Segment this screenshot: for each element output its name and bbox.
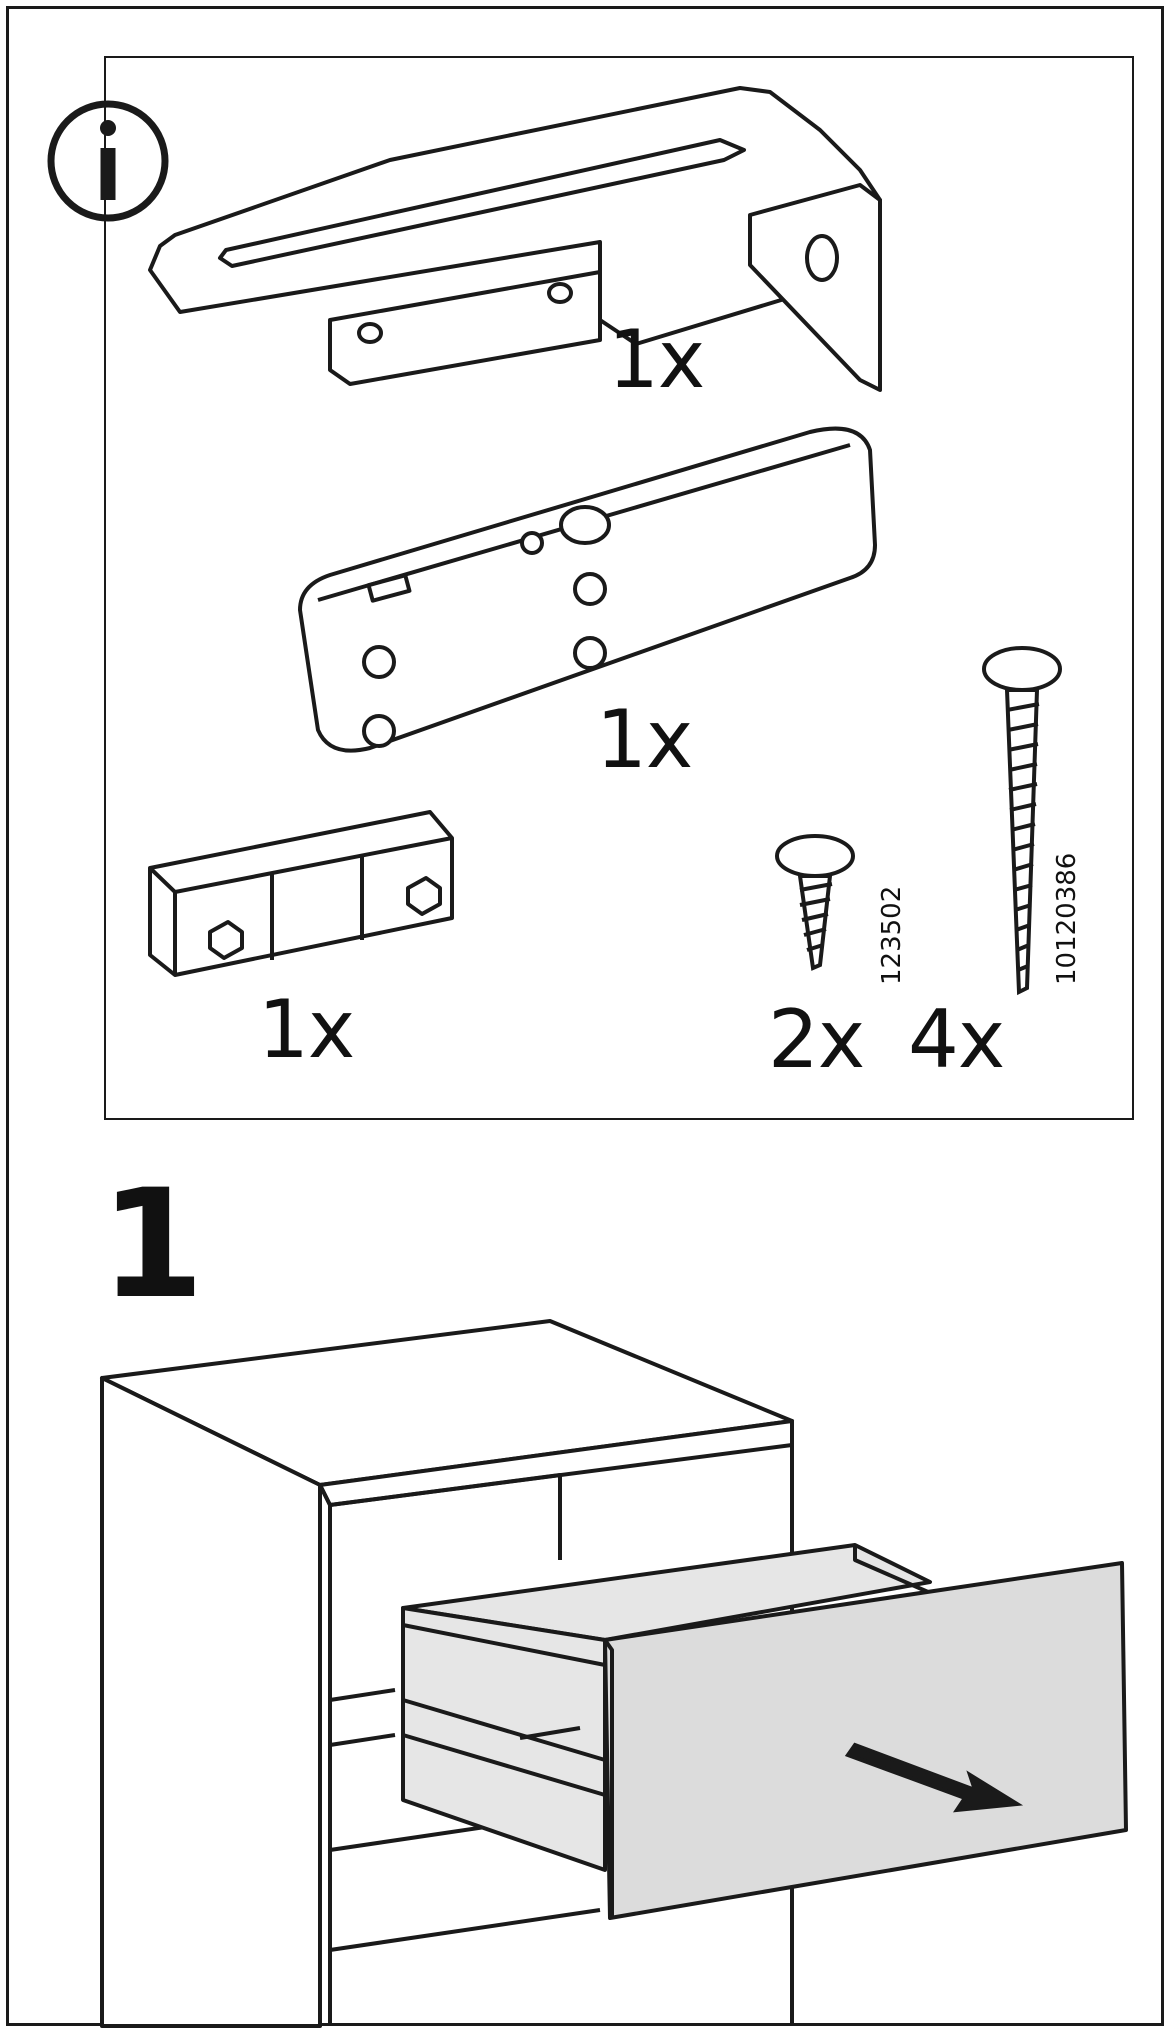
catch-quantity: 1x <box>258 983 355 1076</box>
long-screw-icon <box>982 646 1062 996</box>
step-number: 1 <box>100 1158 205 1332</box>
info-icon <box>47 100 169 222</box>
catch-block-icon <box>148 810 454 977</box>
pull-arrow-icon <box>844 1742 1024 1813</box>
soft-close-damper-icon <box>298 426 877 753</box>
short-screw-icon <box>775 834 855 971</box>
cabinet-illustration <box>100 1319 794 2028</box>
long-screw-article-number: 10120386 <box>1052 852 1082 985</box>
drawer-illustration <box>401 1543 1128 1920</box>
damper-quantity: 1x <box>596 693 693 786</box>
parts-panel <box>104 56 1134 1120</box>
bracket-quantity: 1x <box>608 313 705 406</box>
page-frame <box>6 6 1164 2026</box>
short-screw-quantity: 2x <box>768 993 865 1086</box>
short-screw-article-number: 123502 <box>877 885 907 985</box>
mounting-bracket-icon <box>148 86 882 392</box>
long-screw-quantity: 4x <box>908 993 1005 1086</box>
